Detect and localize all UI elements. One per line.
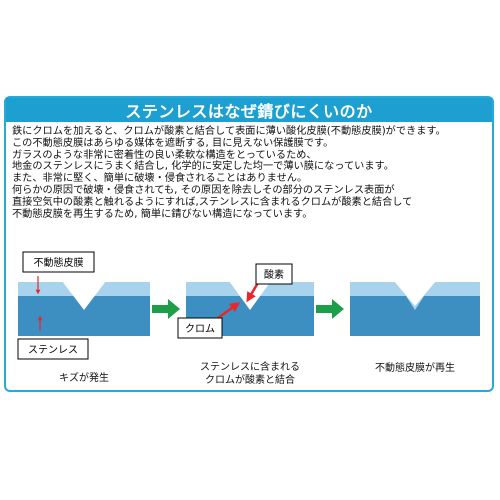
paragraph-line: ガラスのような非常に密着性の良い柔軟な構造をとっているため、 (12, 149, 317, 161)
page-title: ステンレスはなぜ錆びにくいのか (6, 98, 492, 122)
paragraph-line: 不動態皮膜を再生するため, 簡単に錆びない構造になっています。 (12, 208, 313, 220)
paragraph-line: また、非常に堅く、簡単に破壊・侵食されることはありません。 (12, 173, 308, 185)
description-paragraph: 鉄にクロムを加えると、クロムが酸素と結合して表面に薄い酸化皮膜(不動態皮膜)がで… (12, 126, 492, 220)
paragraph-line: 何らかの原因で破壊・侵食されても, その原因を除去しその部分のステンレス表面が (12, 184, 395, 196)
paragraph-line: 鉄にクロムを加えると、クロムが酸素と結合して表面に薄い酸化皮膜(不動態皮膜)がで… (12, 126, 446, 137)
paragraph-line: 地金のステンレスにうまく結合し, 化学的に安定した均一で薄い膜になっています。 (12, 161, 394, 173)
paragraph-line: 直接空気中の酸素と触れるようにすれば,ステンレスに含まれるクロムが酸素と結合して (12, 196, 413, 208)
paragraph-line: この不動態皮膜はあらゆる媒体を遮断する, 目に見えない保護膜です。 (12, 137, 334, 149)
